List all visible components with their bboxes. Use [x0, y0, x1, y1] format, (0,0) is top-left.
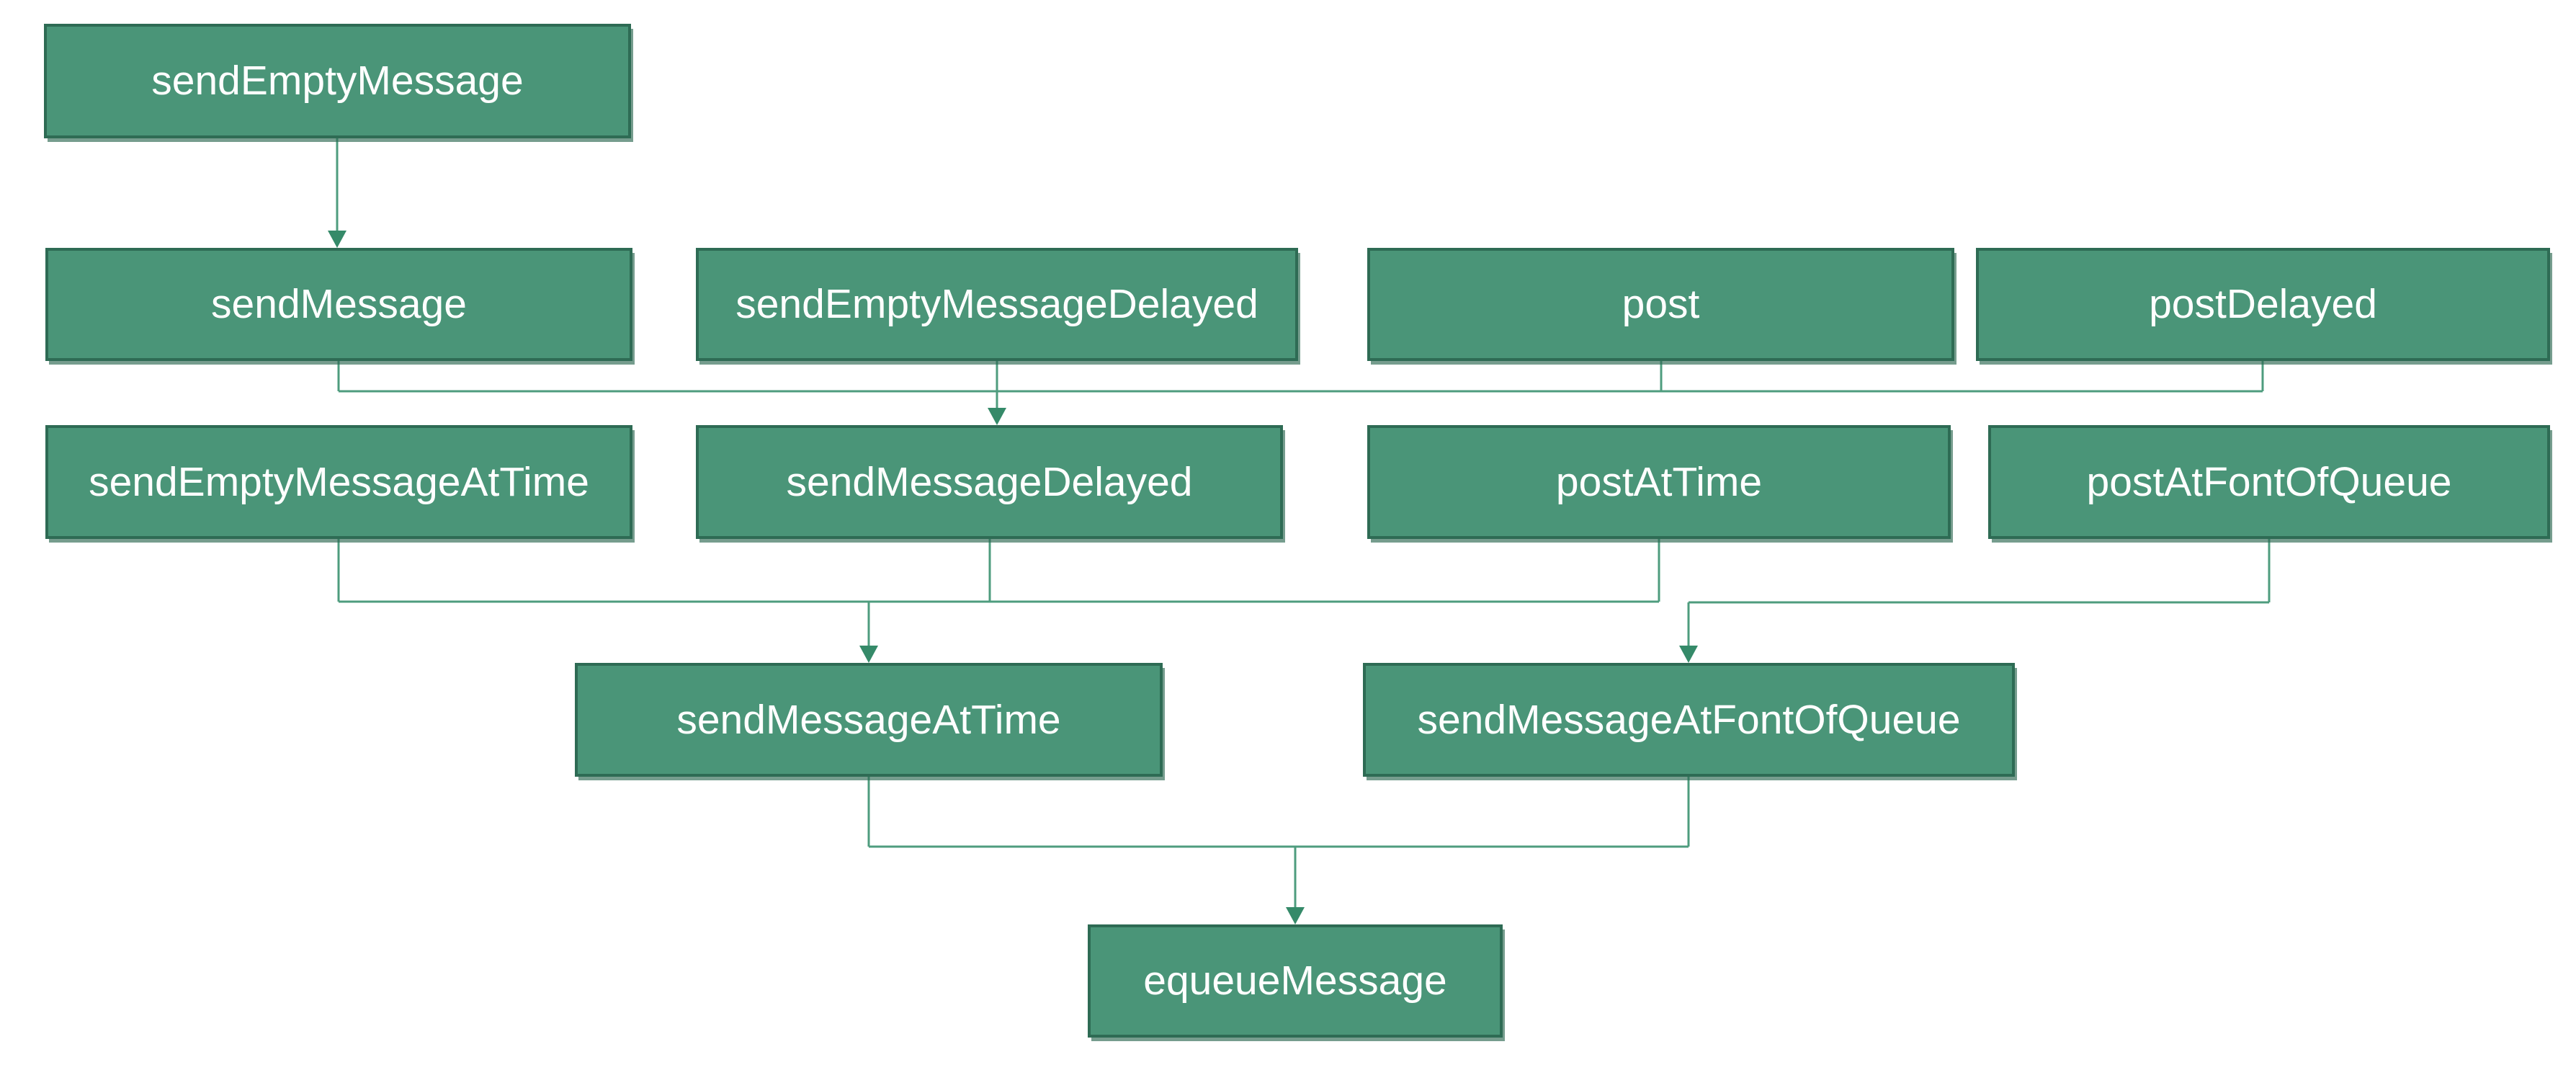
node-equeueMessage[interactable]: equeueMessage: [1088, 924, 1503, 1038]
node-postAtTime[interactable]: postAtTime: [1367, 425, 1951, 539]
node-sendEmptyMessage[interactable]: sendEmptyMessage: [44, 24, 631, 138]
node-postAtFontOfQueue[interactable]: postAtFontOfQueue: [1988, 425, 2550, 539]
node-sendMessage[interactable]: sendMessage: [45, 248, 632, 361]
node-postDelayed[interactable]: postDelayed: [1976, 248, 2550, 361]
node-post[interactable]: post: [1367, 248, 1954, 361]
node-sendMessageAtFontOfQueue[interactable]: sendMessageAtFontOfQueue: [1363, 663, 2015, 777]
arrowhead-into-sendMessageDelayed: [988, 408, 1006, 425]
node-sendMessageDelayed[interactable]: sendMessageDelayed: [696, 425, 1283, 539]
node-sendMessageAtTime[interactable]: sendMessageAtTime: [575, 663, 1163, 777]
arrowhead-into-sendMessageAtTime: [859, 646, 878, 663]
node-sendEmptyMessageAtTime[interactable]: sendEmptyMessageAtTime: [45, 425, 632, 539]
arrowhead-into-sendMessageAtFontOfQueue: [1679, 646, 1698, 663]
arrowhead-into-sendMessage: [328, 231, 346, 248]
arrowhead-into-equeueMessage: [1286, 907, 1305, 924]
node-sendEmptyMessageDelayed[interactable]: sendEmptyMessageDelayed: [696, 248, 1298, 361]
